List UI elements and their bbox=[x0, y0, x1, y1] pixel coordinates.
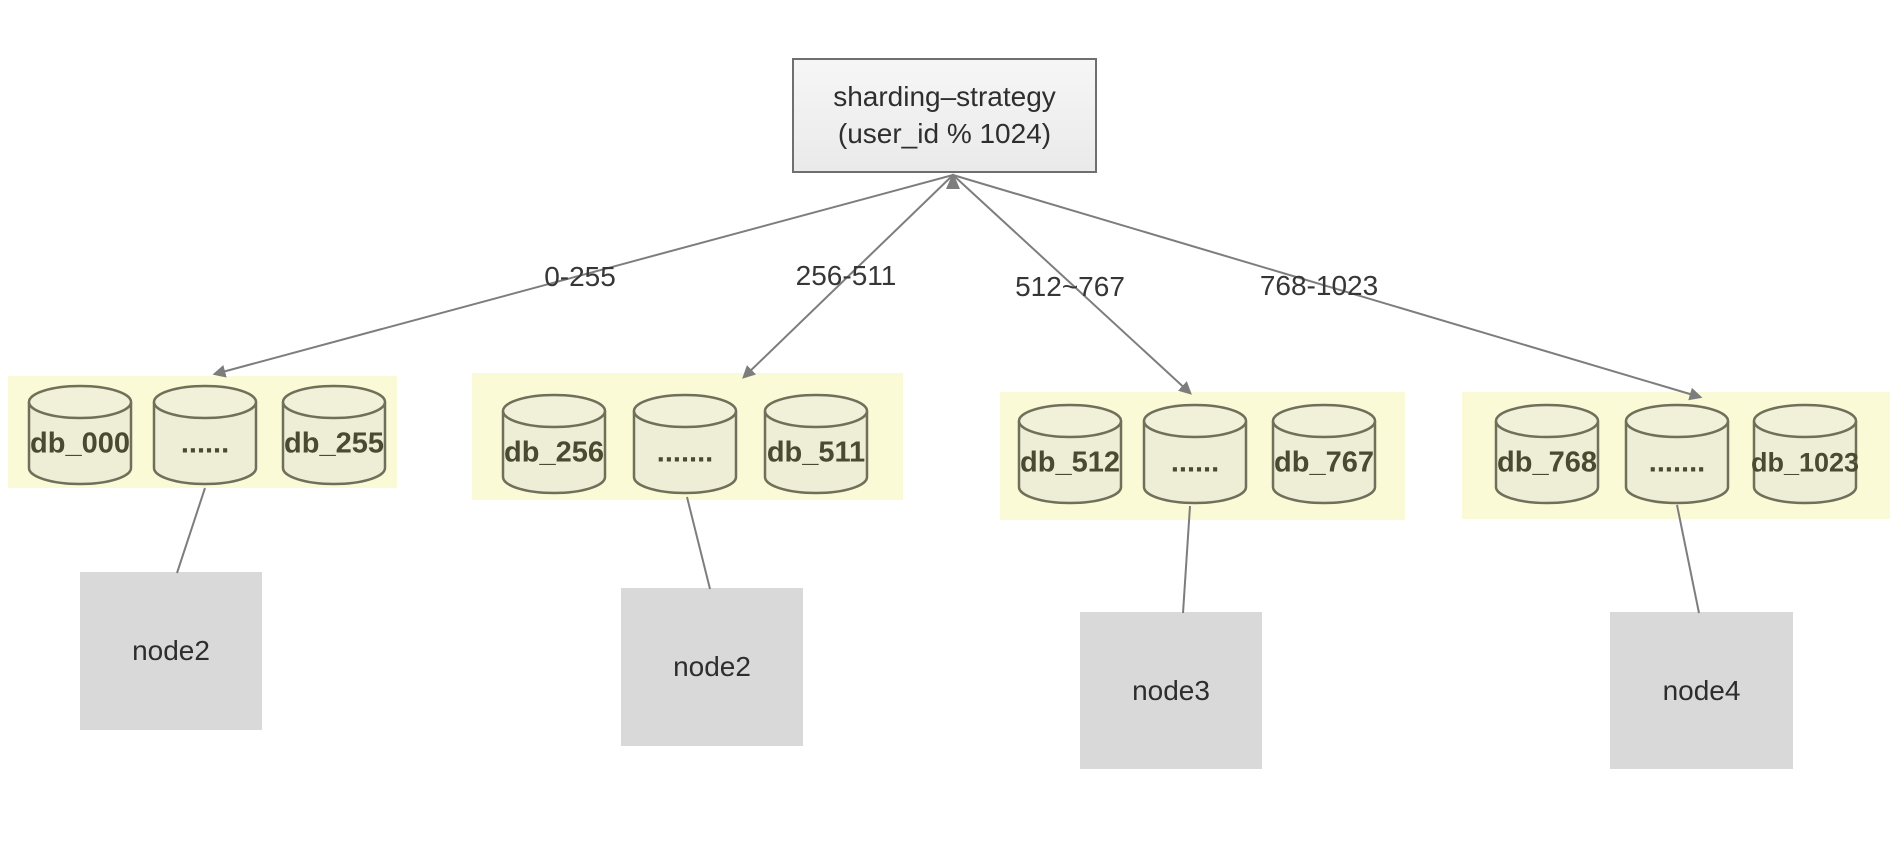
node-label: node3 bbox=[1132, 674, 1210, 706]
db-label: db_000 bbox=[30, 427, 130, 460]
database-cylinder-icon bbox=[763, 393, 869, 495]
node-box-3: node3 bbox=[1080, 612, 1262, 769]
db-ellipsis-label: ....... bbox=[1648, 446, 1706, 479]
db-cylinder: db_768 bbox=[1494, 403, 1600, 505]
db-label: db_256 bbox=[504, 436, 604, 469]
database-cylinder-icon bbox=[1142, 403, 1248, 505]
fan-origin-arrowhead bbox=[946, 173, 960, 189]
db-cylinder: ...... bbox=[1142, 403, 1248, 505]
database-cylinder-icon bbox=[1017, 403, 1123, 505]
group1-node-line bbox=[176, 487, 206, 574]
group3-node-line bbox=[1182, 505, 1191, 614]
range-label-3: 512~767 bbox=[1015, 271, 1125, 302]
range-label-2: 256-511 bbox=[795, 260, 897, 291]
database-cylinder-icon bbox=[501, 393, 607, 495]
db-ellipsis-label: ....... bbox=[656, 436, 714, 469]
db-ellipsis-label: ...... bbox=[1170, 446, 1220, 479]
shard-group-2: db_256 ....... db_511 bbox=[472, 373, 903, 500]
node-box-1: node2 bbox=[80, 572, 262, 730]
db-cylinder: db_1023 bbox=[1750, 403, 1860, 505]
shard-group-3: db_512 ...... db_767 bbox=[1000, 392, 1405, 520]
shard-group-4: db_768 ....... db_1023 bbox=[1462, 392, 1890, 519]
db-cylinder: ....... bbox=[632, 393, 738, 495]
db-label: db_768 bbox=[1497, 446, 1597, 479]
database-cylinder-icon bbox=[152, 384, 258, 486]
database-cylinder-icon bbox=[1752, 403, 1858, 505]
node-label: node4 bbox=[1662, 674, 1741, 706]
strategy-formula: (user_id % 1024) bbox=[837, 117, 1052, 149]
db-label: db_512 bbox=[1020, 446, 1120, 479]
node-label: node2 bbox=[132, 635, 210, 666]
db-label: db_1023 bbox=[1750, 447, 1860, 478]
node-box-2: node2 bbox=[621, 588, 803, 746]
db-cylinder: db_000 bbox=[27, 384, 133, 486]
db-ellipsis-label: ...... bbox=[180, 427, 230, 460]
sharding-strategy-box: sharding–strategy (user_id % 1024) bbox=[792, 58, 1097, 173]
database-cylinder-icon bbox=[1271, 403, 1377, 505]
shard-group-1: db_000 ...... db_255 bbox=[8, 376, 397, 488]
group2-node-line bbox=[686, 496, 711, 590]
db-cylinder: db_255 bbox=[281, 384, 387, 486]
group4-node-line bbox=[1676, 504, 1700, 614]
range-label-1: 0-255 bbox=[544, 261, 616, 292]
strategy-title: sharding–strategy bbox=[833, 80, 1056, 112]
node-label: node2 bbox=[673, 651, 751, 682]
range-label-4: 768-1023 bbox=[1259, 270, 1379, 301]
db-cylinder: ....... bbox=[1624, 403, 1730, 505]
database-cylinder-icon bbox=[632, 393, 738, 495]
database-cylinder-icon bbox=[1494, 403, 1600, 505]
db-cylinder: db_767 bbox=[1271, 403, 1377, 505]
db-label: db_255 bbox=[284, 427, 384, 460]
db-label: db_511 bbox=[766, 436, 866, 469]
database-cylinder-icon bbox=[281, 384, 387, 486]
db-cylinder: ...... bbox=[152, 384, 258, 486]
db-cylinder: db_256 bbox=[501, 393, 607, 495]
db-cylinder: db_512 bbox=[1017, 403, 1123, 505]
db-cylinder: db_511 bbox=[763, 393, 869, 495]
node-box-4: node4 bbox=[1610, 612, 1793, 769]
database-cylinder-icon bbox=[1624, 403, 1730, 505]
db-label: db_767 bbox=[1274, 446, 1374, 479]
database-cylinder-icon bbox=[27, 384, 133, 486]
